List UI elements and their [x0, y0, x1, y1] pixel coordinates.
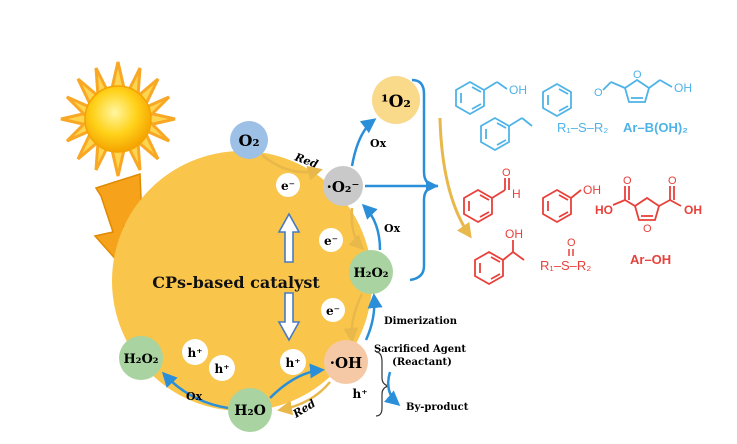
- reduction-arrow: [348, 207, 365, 251]
- fdca-ho: HO: [595, 203, 613, 217]
- byproduct-label: By-product: [406, 402, 469, 413]
- electron-label: e⁻: [326, 304, 340, 318]
- hole-label: h⁺: [187, 346, 202, 360]
- oxidation-arrow: [361, 203, 382, 251]
- hole-label: h⁺: [214, 362, 229, 376]
- singlet-oxygen-label: ¹O₂: [381, 92, 411, 112]
- excitation-arrow-down: [277, 292, 301, 342]
- hmf-oh: OH: [674, 81, 692, 95]
- boronic-acid-reactant: Ar–B(OH)₂: [623, 120, 688, 135]
- sulfoxide-product: R₁–S–R₂: [540, 258, 591, 273]
- hole-bubble: [280, 349, 306, 375]
- benzyl-alcohol-structure: [455, 80, 508, 116]
- electron-label: e⁻: [281, 179, 295, 193]
- hole-bubble: [209, 355, 235, 381]
- hydroxyl-bubble: [324, 340, 368, 384]
- electron-bubble: [319, 228, 343, 252]
- oxidation-arrow: [350, 118, 377, 167]
- superoxide-label: ·O₂⁻: [327, 178, 360, 196]
- electron-bubble: [321, 298, 345, 322]
- ethylbenzene-structure: [480, 116, 533, 152]
- reduction-label: Red: [290, 397, 318, 421]
- h2o-label: H₂O: [234, 403, 266, 419]
- oxidation-arrow: [161, 371, 229, 410]
- hole-label: h⁺: [285, 356, 300, 370]
- h2o2-label: H₂O₂: [354, 266, 389, 281]
- phenol-oh: OH: [583, 183, 601, 197]
- phenylethanol-oh: OH: [505, 227, 523, 241]
- benzaldehyde-structure: [463, 178, 510, 224]
- o2-label: O₂: [239, 131, 260, 150]
- benzaldehyde-h: H: [512, 187, 521, 201]
- h2o2-bubble: [349, 250, 393, 294]
- phenol-structure: [542, 188, 582, 224]
- benzene-structure: [542, 82, 572, 118]
- hydroxyl-label: ·OH: [330, 354, 362, 372]
- benzyl-alcohol-oh: OH: [509, 83, 527, 97]
- oxidation-label: Ox: [186, 390, 203, 403]
- superoxide-bubble: [323, 166, 363, 206]
- hole-label: h⁺: [352, 387, 367, 401]
- reactant-label: (Reactant): [392, 357, 452, 368]
- electron-bubble: [276, 173, 300, 197]
- fdca-ring-o: O: [643, 223, 652, 235]
- catalyst-particle: [112, 151, 372, 411]
- benzaldehyde-o: O: [502, 167, 511, 179]
- reduction-arrow: [261, 154, 323, 181]
- h2o2-bubble: [119, 336, 163, 380]
- hmf-structure: [602, 78, 673, 103]
- o2-bubble: [230, 121, 268, 159]
- oxidation-label: Ox: [370, 137, 387, 150]
- aryl-alcohol-product: Ar–OH: [630, 252, 671, 267]
- reduction-arrow: [277, 381, 331, 416]
- dimerization-arrow: [364, 293, 383, 341]
- dimerization-arrow: [343, 293, 364, 343]
- catalyst-label: CPs-based catalyst: [152, 273, 320, 292]
- hmf-ring-o: O: [633, 69, 642, 81]
- sulfide-reactant: R₁–S–R₂: [557, 120, 608, 135]
- oxidation-label: Ox: [384, 222, 401, 235]
- hmf-aldehyde-o: O: [594, 87, 603, 99]
- excitation-arrow-up: [277, 212, 301, 263]
- oxidation-arrow: [269, 363, 325, 399]
- sacrificial-agent-label: Sacrificed Agent: [374, 344, 466, 355]
- transformation-arrow: [438, 117, 472, 239]
- sun-icon: [60, 61, 176, 177]
- fdca-carbonyl-o: O: [668, 175, 677, 187]
- byproduct-arrow: [384, 371, 401, 406]
- dimerization-label: Dimerization: [384, 316, 458, 327]
- sacrificial-bracket: [375, 351, 390, 417]
- singlet-oxygen-bubble: [372, 76, 420, 124]
- fdca-oh: OH: [684, 203, 702, 217]
- fdca-structure: [612, 186, 682, 221]
- sulfoxide-o: O: [567, 237, 576, 249]
- electron-label: e⁻: [324, 234, 338, 248]
- h2o2-label: H₂O₂: [124, 352, 159, 367]
- fdca-carbonyl-o: O: [623, 175, 632, 187]
- h2o-bubble: [228, 388, 272, 432]
- hole-bubble: [182, 339, 208, 365]
- phenylethanol-structure: [474, 240, 525, 286]
